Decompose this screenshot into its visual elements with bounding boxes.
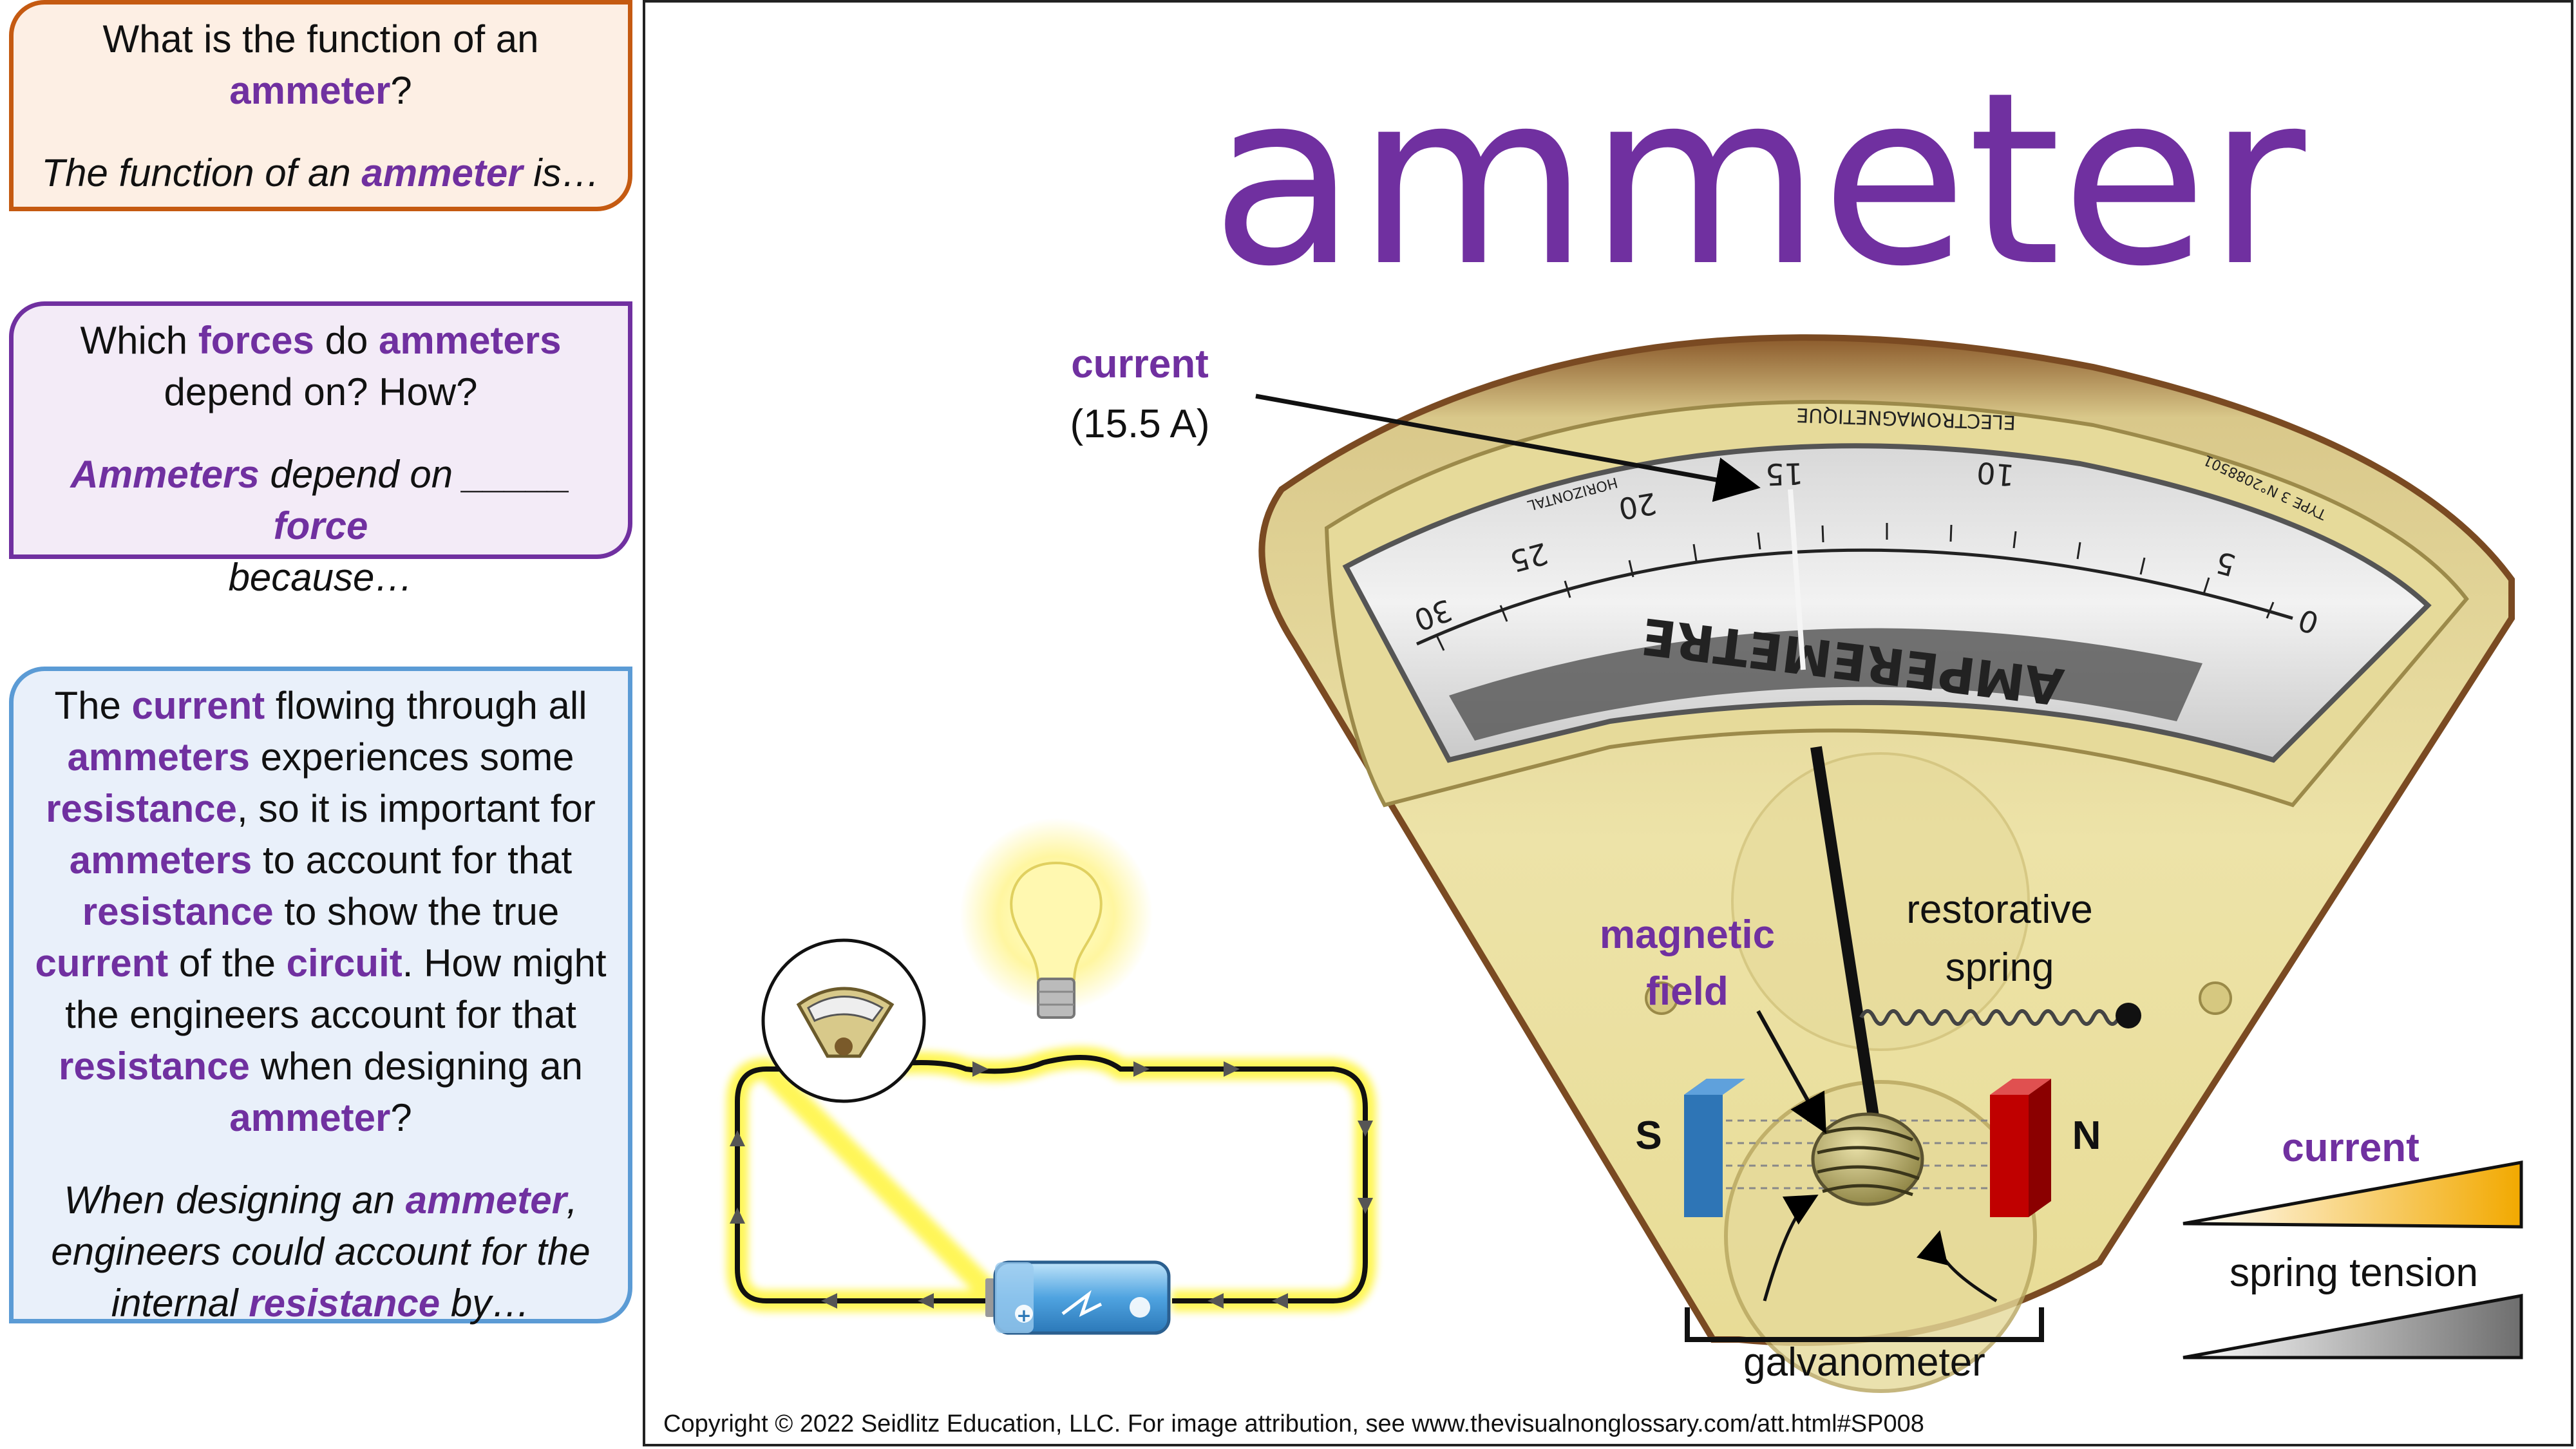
question-card-function: What is the function of an ammeter? The …: [9, 0, 632, 211]
ammeter-body: 30 25 20 15 10 5 0 ELECTROMAGNETIQUE HOR…: [1258, 334, 2515, 1393]
legend-current-label: current: [2282, 1126, 2420, 1170]
svg-text:+: +: [1016, 1305, 1031, 1326]
pole-n-label: N: [2072, 1113, 2101, 1158]
circuit-diagram: +: [726, 818, 1376, 1335]
scale-number-20: 20: [1616, 486, 1659, 526]
card3-sentence-stem: When designing an ammeter, engineers cou…: [51, 1179, 591, 1325]
copyright-notice: Copyright © 2022 Seidlitz Education, LLC…: [663, 1410, 1924, 1437]
magnetic-field-label: magnetic field: [1599, 913, 1776, 1014]
circuit-wire: [735, 1055, 1368, 1303]
legend-current-wedge: [2183, 1160, 2523, 1229]
current-direction-arrows: [730, 1061, 1373, 1309]
card1-sentence-stem: The function of an ammeter is…: [41, 151, 600, 194]
galvanometer-label: galvanometer: [1743, 1340, 1985, 1385]
magnet-north: [1990, 1079, 2051, 1217]
galvanometer-internals: [1684, 746, 2141, 1342]
question-card-forces: Which forces do ammeters depend on? How?…: [9, 301, 632, 599]
dial-needle: [1788, 489, 1806, 670]
current-label: current: [1071, 342, 1209, 386]
card1-question: What is the function of an ammeter?: [102, 17, 539, 112]
galvanometer-bracket: [1685, 1307, 2044, 1342]
card2-question: Which forces do ammeters depend on? How?: [80, 319, 562, 413]
meter-pointer: [1810, 746, 1880, 1122]
term-ammeter: ammeter: [229, 69, 391, 112]
legend-spring-wedge: [2183, 1294, 2523, 1359]
question-card-resistance: The current flowing through all ammeters…: [9, 667, 632, 1325]
galvanometer-coil: [1811, 1112, 1924, 1206]
current-value-label: (15.5 A): [1070, 402, 1210, 446]
card3-question: The current flowing through all ammeters…: [35, 684, 607, 1139]
spring-anchor: [2116, 1003, 2141, 1028]
scale-number-15: 15: [1765, 456, 1803, 492]
current-pointer-arrow: [1255, 393, 1761, 502]
main-frame: [643, 0, 2573, 1446]
battery: +: [985, 1260, 1171, 1335]
restorative-spring: [1859, 1009, 2121, 1026]
scale-ticks: [1435, 523, 2275, 651]
restorative-spring-label: restorative spring: [1906, 887, 2093, 990]
pole-s-label: S: [1635, 1113, 1662, 1158]
magnet-south: [1684, 1079, 1745, 1217]
legend-spring-label: spring tension: [2229, 1251, 2479, 1295]
bulb-base: [1037, 978, 1075, 1019]
scale-number-10: 10: [1975, 455, 2016, 493]
card2-sentence-stem: Ammeters depend on _____ force because…: [70, 453, 571, 599]
